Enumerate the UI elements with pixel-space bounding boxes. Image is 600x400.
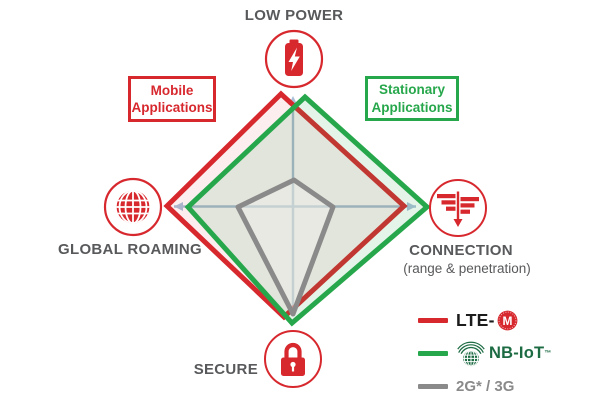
axis-label-global-roaming: GLOBAL ROAMING	[58, 241, 202, 258]
axis-label-low-power: LOW POWER	[244, 7, 344, 24]
legend-item-2g-3g: 2G* / 3G	[418, 370, 551, 400]
axis-sublabel-connection: (range & penetration)	[403, 261, 531, 276]
mobile-box-line1: Mobile	[150, 82, 194, 98]
legend-swatch-lte-m	[418, 317, 448, 324]
legend: LTE- M	[418, 304, 551, 400]
legend-swatch-2g-3g	[418, 383, 448, 390]
stationary-box-line1: Stationary	[378, 82, 446, 98]
lte-m-logo-icon: M	[497, 310, 518, 331]
stationary-box-line2: Applications	[371, 99, 453, 115]
mobile-applications-box: Mobile Applications	[128, 76, 216, 122]
trademark-symbol: ™	[544, 350, 552, 357]
lightning-bolt-icon	[288, 47, 300, 71]
axis-arrow-left-icon	[174, 202, 183, 211]
lock-icon	[264, 330, 322, 388]
legend-item-lte-m: LTE- M	[418, 304, 551, 337]
axis-label-connection: CONNECTION	[409, 242, 513, 259]
legend-swatch-nb-iot	[418, 350, 448, 357]
legend-item-nb-iot: NB-IoT ™	[418, 337, 551, 370]
battery-icon	[264, 29, 324, 89]
signal-penetration-icon	[429, 179, 487, 237]
legend-label-nb-iot: NB-IoT	[489, 344, 545, 362]
globe-icon	[103, 177, 163, 237]
axis-arrow-right-icon	[407, 202, 416, 211]
keyhole-icon	[290, 361, 296, 368]
lte-m-logo-letter: M	[502, 314, 512, 328]
legend-label-lte-m: LTE-	[456, 310, 495, 330]
nb-iot-globe-icon	[457, 341, 485, 366]
axis-label-secure: SECURE	[193, 361, 258, 378]
radar-series-group	[163, 90, 431, 327]
down-arrow-icon	[453, 219, 463, 227]
radar-polygon-2g-3g	[235, 177, 336, 317]
stationary-applications-box: Stationary Applications	[365, 76, 459, 121]
legend-label-2g-3g: 2G* / 3G	[456, 378, 515, 395]
mobile-box-line2: Applications	[131, 100, 213, 115]
